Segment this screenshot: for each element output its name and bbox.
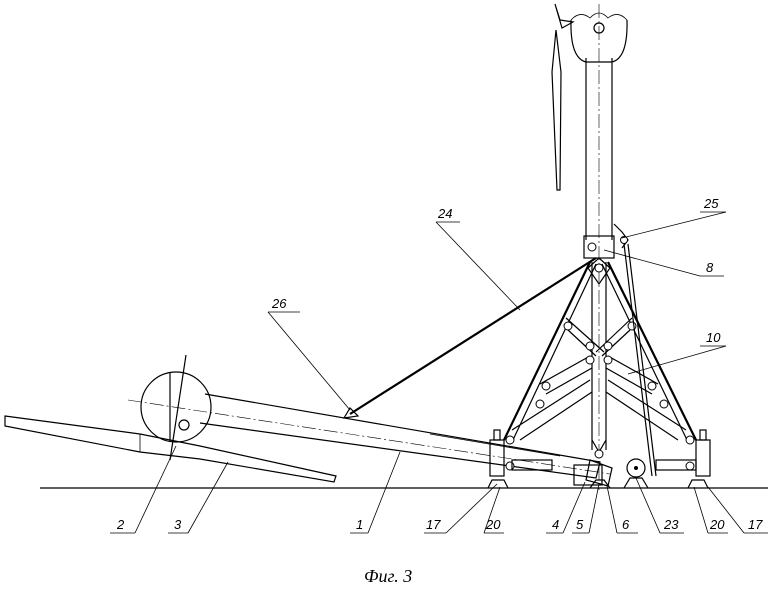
label-17-left: 17: [426, 517, 441, 532]
label-1: 1: [356, 517, 363, 532]
label-10: 10: [706, 330, 721, 345]
label-25: 25: [703, 196, 719, 211]
label-26: 26: [271, 296, 287, 311]
figure-caption: Фиг. 3: [364, 566, 412, 586]
label-4: 4: [552, 517, 559, 532]
vertical-mast: [552, 4, 628, 490]
lattice-frame: [504, 244, 696, 476]
label-24: 24: [437, 206, 452, 221]
cable: [350, 258, 596, 414]
label-2: 2: [116, 517, 125, 532]
label-20-left: 20: [485, 517, 501, 532]
label-23: 23: [663, 517, 679, 532]
label-20-right: 20: [709, 517, 725, 532]
label-5: 5: [576, 517, 584, 532]
label-3: 3: [174, 517, 182, 532]
label-6: 6: [622, 517, 630, 532]
label-8: 8: [706, 260, 714, 275]
lowered-mast: [5, 355, 612, 486]
leader-lines: [110, 212, 768, 533]
label-17-right: 17: [748, 517, 763, 532]
